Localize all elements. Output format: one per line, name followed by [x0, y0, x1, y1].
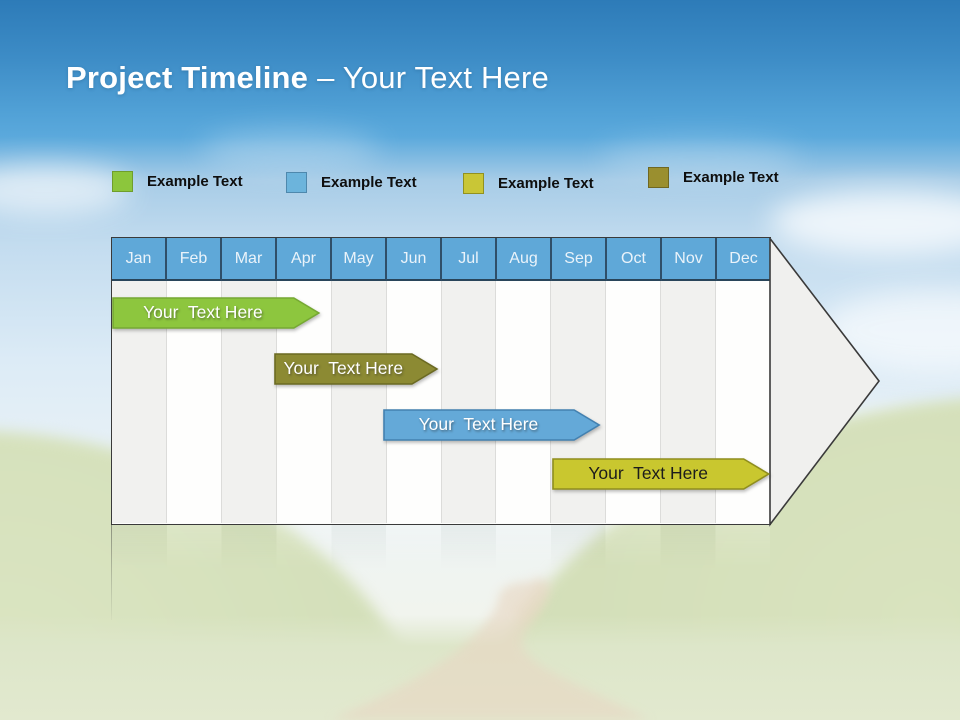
timeline-bar[interactable]: Your Text Here: [112, 297, 322, 329]
month-label: Nov: [674, 249, 703, 267]
month-cell-nov: Nov: [662, 238, 717, 281]
legend-label: Example Text: [147, 172, 243, 190]
body-column-jul: [441, 281, 497, 523]
timeline-arrow-tip: [769, 236, 881, 527]
cloud-shape: [600, 140, 800, 176]
bar-arrow-shape: [274, 353, 439, 385]
legend-item[interactable]: Example Text: [648, 165, 779, 189]
slide-title[interactable]: Project Timeline– Your Text Here: [66, 60, 549, 96]
month-label: Oct: [621, 249, 646, 267]
bar-label: Your Text Here: [283, 358, 404, 378]
bar-label: Your Text Here: [418, 413, 539, 434]
body-column-may: [331, 281, 387, 523]
month-label: Jun: [400, 249, 427, 267]
month-label: Jan: [125, 249, 152, 267]
timeline-bar[interactable]: Your Text Here: [274, 353, 440, 385]
dirt-path: [330, 577, 650, 720]
legend-item[interactable]: Example Text: [286, 170, 417, 194]
month-header-row: Jan Feb Mar Apr May Jun Jul Aug Sep Oct Nov Dec: [112, 238, 770, 281]
legend-item[interactable]: Example Text: [463, 171, 594, 195]
month-cell-jan: Jan: [112, 238, 167, 281]
month-cell-may: May: [332, 238, 387, 281]
month-cell-sep: Sep: [552, 238, 607, 281]
body-column-jun: [386, 281, 442, 523]
month-cell-feb: Feb: [167, 238, 222, 281]
timeline-bar[interactable]: Your Text Here: [383, 408, 602, 441]
month-cell-oct: Oct: [607, 238, 662, 281]
cloud-shape: [0, 165, 130, 215]
bar-arrow-shape: [112, 297, 321, 329]
chart-edge-reflection: [110, 524, 112, 620]
month-label: Aug: [509, 249, 538, 267]
month-label: Apr: [291, 249, 316, 267]
month-cell-apr: Apr: [277, 238, 332, 281]
month-label: Jul: [458, 249, 479, 267]
month-cell-mar: Mar: [222, 238, 277, 281]
legend-label: Example Text: [683, 168, 779, 186]
body-column-aug: [496, 281, 552, 523]
timeline-bar[interactable]: Your Text Here: [552, 457, 772, 490]
month-label: May: [343, 249, 374, 267]
month-cell-jun: Jun: [387, 238, 442, 281]
legend-item[interactable]: Example Text: [112, 169, 243, 193]
chart-reflection: [112, 524, 770, 569]
legend-color-swatch: [463, 172, 484, 194]
month-cell-aug: Aug: [497, 238, 552, 281]
month-cell-dec: Dec: [717, 238, 770, 281]
bar-label: Your Text Here: [143, 302, 263, 322]
month-label: Sep: [564, 249, 593, 267]
month-label: Mar: [234, 249, 263, 267]
bar-arrow-shape: [383, 408, 601, 441]
cloud-shape: [770, 190, 960, 254]
bar-label: Your Text Here: [588, 462, 708, 483]
legend-label: Example Text: [321, 173, 417, 191]
month-cell-jul: Jul: [442, 238, 497, 281]
title-main-text: Project Timeline: [66, 60, 309, 95]
cloud-shape: [200, 130, 380, 170]
legend-color-swatch: [112, 170, 133, 192]
legend-color-swatch: [648, 166, 669, 188]
legend-color-swatch: [286, 171, 307, 193]
legend-label: Example Text: [498, 174, 594, 192]
month-label: Dec: [729, 249, 758, 267]
month-label: Feb: [179, 249, 208, 267]
title-placeholder-text: – Your Text Here: [317, 60, 549, 95]
bar-arrow-shape: [552, 457, 771, 490]
